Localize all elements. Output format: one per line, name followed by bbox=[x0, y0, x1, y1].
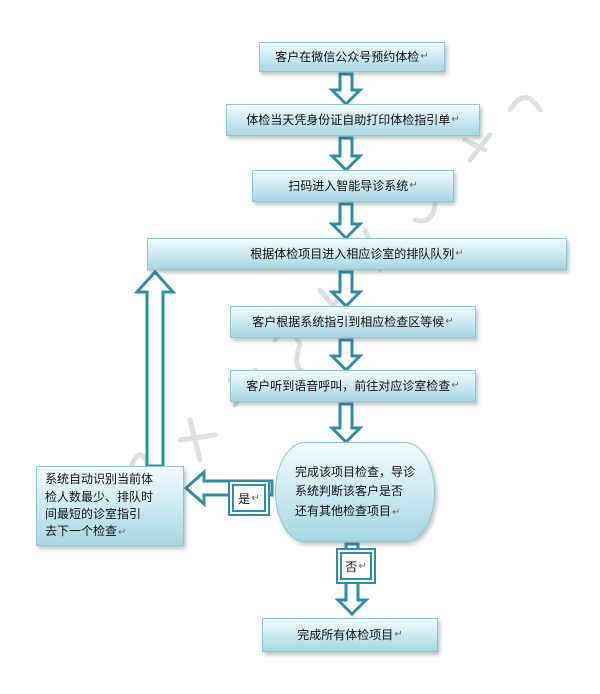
loop-line-1: 系统自动识别当前体 bbox=[45, 472, 154, 487]
node-book-appointment: 客户在微信公众号预约体检↵ bbox=[259, 42, 445, 72]
node-decision-more-items: 完成该项目检查，导诊 系统判断该客户是否 还有其他检查项目↵ bbox=[275, 442, 435, 542]
loop-line-4: 去下一个检查↵ bbox=[45, 524, 127, 539]
arrow-step4-to-step5 bbox=[328, 270, 364, 309]
node-route-next-room: 系统自动识别当前体 检人数最少、排队时 间最短的诊室指引 去下一个检查↵ bbox=[36, 466, 184, 546]
node-print-guide-sheet: 体检当天凭身份证自助打印体检指引单↵ bbox=[226, 104, 480, 136]
arrow-step3-to-step4 bbox=[328, 202, 364, 241]
decision-line-1: 完成该项目检查，导诊 bbox=[294, 465, 415, 480]
decision-line-3: 还有其他检查项目↵ bbox=[294, 503, 401, 518]
node-voice-call: 客户听到语音呼叫，前往对应诊室检查↵ bbox=[230, 370, 476, 402]
arrow-step5-to-step6 bbox=[328, 338, 364, 373]
node-all-complete: 完成所有体检项目↵ bbox=[262, 618, 438, 652]
loop-line-2: 检人数最少、排队时 bbox=[45, 489, 154, 504]
node-enter-queue: 根据体检项目进入相应诊室的排队队列↵ bbox=[147, 238, 567, 270]
arrow-step2-to-step3 bbox=[328, 136, 364, 173]
arrow-loop-to-queue bbox=[133, 269, 177, 468]
edge-label-no: 否↵ bbox=[338, 550, 374, 582]
node-wait-in-area: 客户根据系统指引到相应检查区等候↵ bbox=[230, 306, 476, 338]
arrow-step6-to-decision bbox=[328, 402, 364, 445]
edge-label-yes: 是↵ bbox=[230, 482, 268, 514]
node-scan-guide-system: 扫码进入智能导诊系统↵ bbox=[252, 170, 454, 202]
decision-line-2: 系统判断该客户是否 bbox=[294, 484, 403, 499]
arrow-step1-to-step2 bbox=[328, 72, 364, 107]
loop-line-3: 间最短的诊室指引 bbox=[45, 506, 142, 521]
